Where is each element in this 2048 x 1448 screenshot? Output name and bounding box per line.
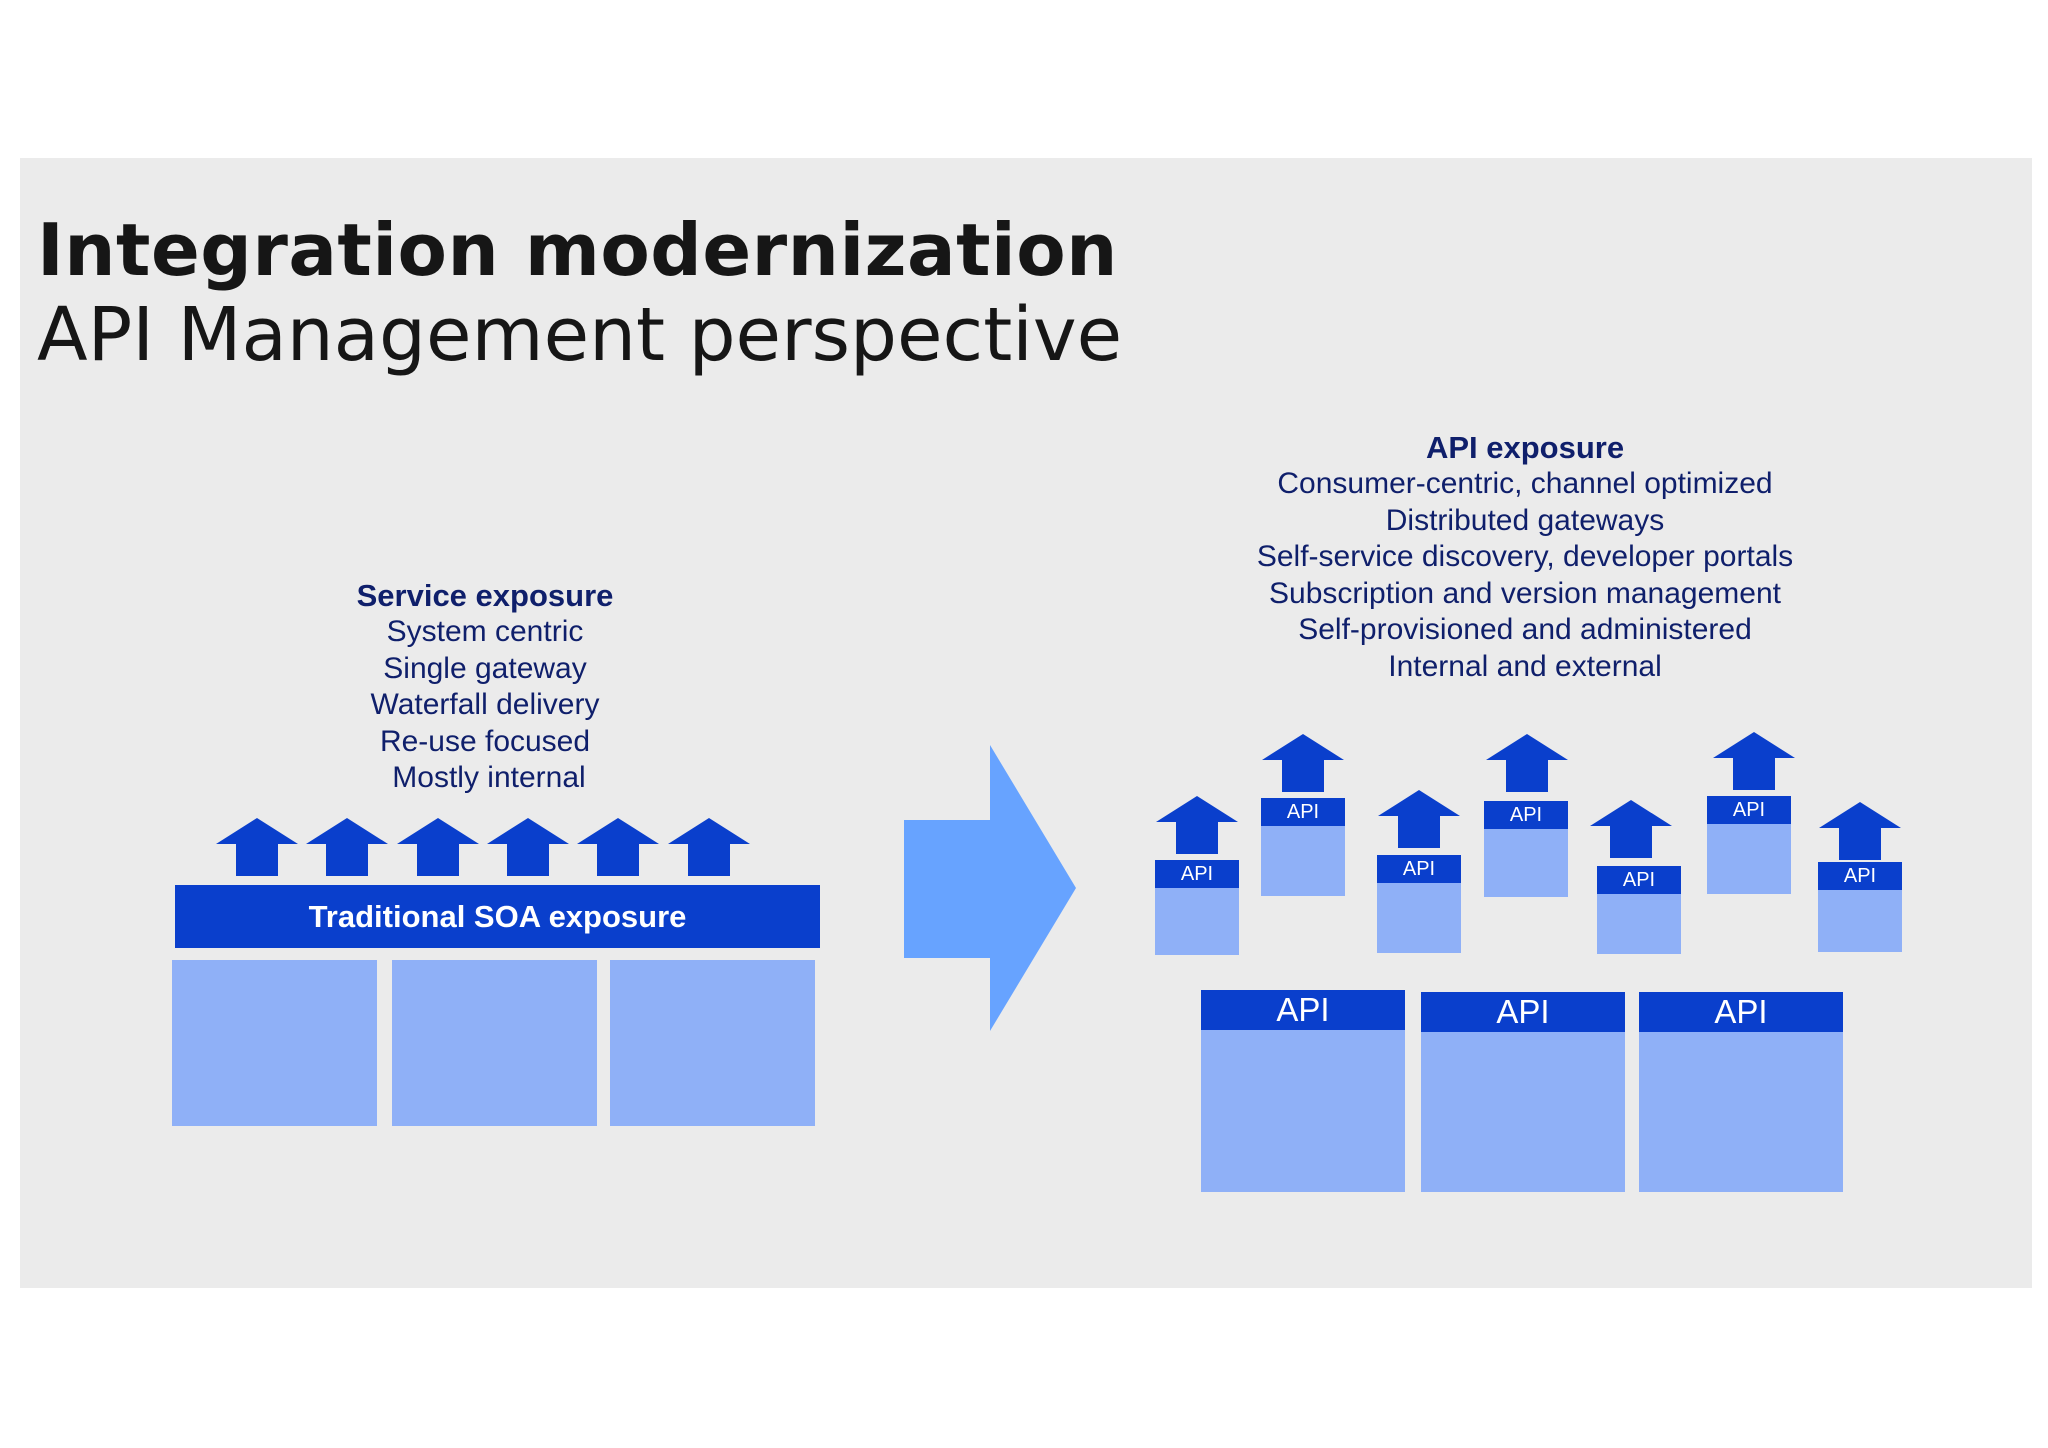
- api-service-box: [1484, 829, 1568, 897]
- up-arrow-icon: [1156, 796, 1238, 854]
- service-exposure-heading: Service exposure: [356, 578, 614, 613]
- up-arrow-icon: [1486, 734, 1568, 792]
- api-exposure-line: Consumer-centric, channel optimized: [1277, 467, 1773, 500]
- api-system-box: [1201, 1030, 1405, 1192]
- api-exposure-line: Internal and external: [1388, 649, 1662, 683]
- api-label: API: [1707, 796, 1791, 824]
- service-exposure-text: Service exposure System centric Single g…: [335, 578, 635, 797]
- page-title: Integration modernization: [37, 208, 1118, 292]
- system-box: [392, 960, 597, 1126]
- api-service-box: [1597, 894, 1681, 954]
- up-arrow-icon: [577, 818, 659, 876]
- up-arrow-icon: [668, 818, 750, 876]
- up-arrow-icon: [1262, 734, 1344, 792]
- api-label: API: [1597, 866, 1681, 894]
- api-system-box: [1421, 1032, 1625, 1192]
- service-exposure-line: Mostly internal: [392, 761, 586, 795]
- system-box: [610, 960, 815, 1126]
- api-service-box: [1261, 826, 1345, 896]
- service-exposure-line: Single gateway: [383, 651, 587, 685]
- api-label: API: [1484, 801, 1568, 829]
- api-exposure-heading: API exposure: [1425, 430, 1625, 465]
- api-exposure-line: Subscription and version management: [1269, 576, 1781, 610]
- api-exposure-line: Self-provisioned and administered: [1298, 613, 1752, 647]
- up-arrow-icon: [1819, 802, 1901, 860]
- up-arrow-icon: [306, 818, 388, 876]
- api-label: API: [1818, 862, 1902, 890]
- up-arrow-icon: [397, 818, 479, 876]
- up-arrow-icon: [216, 818, 298, 876]
- api-exposure-line: Distributed gateways: [1385, 503, 1665, 537]
- up-arrow-icon: [1378, 790, 1460, 848]
- service-exposure-line: Re-use focused: [379, 724, 591, 758]
- api-service-box: [1707, 824, 1791, 894]
- up-arrow-icon: [487, 818, 569, 876]
- api-system-box: [1639, 1032, 1843, 1192]
- api-label: API: [1155, 860, 1239, 888]
- transition-arrow-icon: [904, 745, 1076, 1031]
- service-exposure-line: Waterfall delivery: [370, 688, 600, 722]
- page-subtitle: API Management perspective: [37, 292, 1123, 378]
- traditional-soa-bar: Traditional SOA exposure: [175, 885, 820, 948]
- system-box: [172, 960, 377, 1126]
- api-service-box: [1377, 883, 1461, 953]
- up-arrow-icon: [1713, 732, 1795, 790]
- api-label: API: [1261, 798, 1345, 826]
- api-label: API: [1201, 990, 1405, 1030]
- up-arrow-icon: [1590, 800, 1672, 858]
- api-label: API: [1377, 855, 1461, 883]
- service-exposure-line: System centric: [386, 615, 584, 648]
- api-label: API: [1639, 992, 1843, 1032]
- api-service-box: [1155, 888, 1239, 955]
- api-label: API: [1421, 992, 1625, 1032]
- api-exposure-line: Self-service discovery, developer portal…: [1256, 540, 1794, 574]
- api-service-box: [1818, 890, 1902, 952]
- api-exposure-text: API exposure Consumer-centric, channel o…: [1225, 430, 1825, 686]
